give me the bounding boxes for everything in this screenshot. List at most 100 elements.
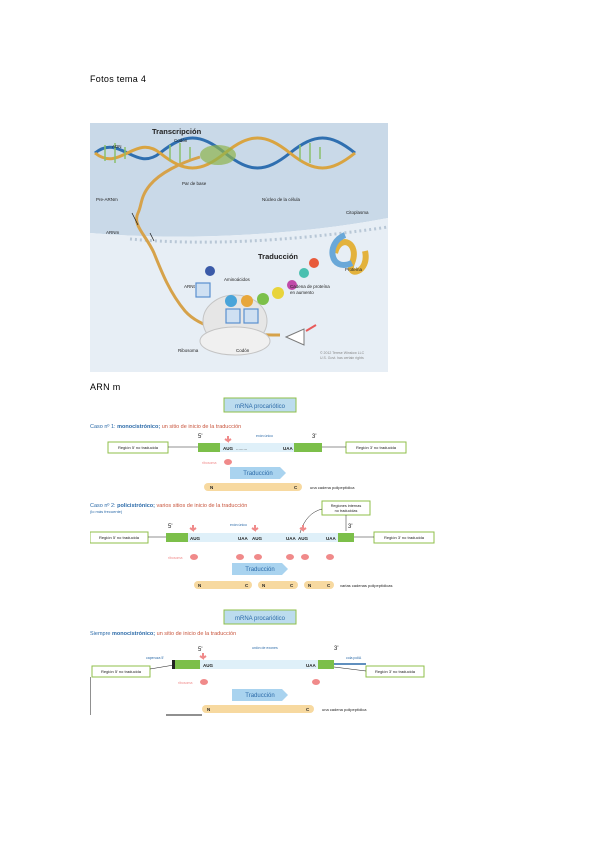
trna-molecules <box>195 282 259 324</box>
case3-ribosome-icon-2 <box>312 679 320 685</box>
case3-left-box <box>91 665 151 678</box>
case2-c2: C <box>290 583 294 588</box>
label-ribosome: Ribosoma <box>178 348 199 353</box>
case3-cap-mark <box>172 660 175 669</box>
case2-internal-text-1: Regiones internas <box>331 504 362 508</box>
rna-polymerase <box>200 145 236 165</box>
case1-ribosome-icon <box>224 459 232 465</box>
case3-exons-label: unión de exones <box>252 646 278 650</box>
mrna-types-figure: mRNA procariótico Caso nº 1: monocistrón… <box>90 397 438 717</box>
case3-uaa: UAA <box>306 663 316 668</box>
case3-c: C <box>306 707 310 712</box>
case1-dots: ......... <box>236 446 247 451</box>
case3-title: Siempre monocistrónico; un sitio de inic… <box>90 631 236 637</box>
case2-c3: C <box>327 583 331 588</box>
transcription-translation-illustration: Transcripción Codón ADN Par de base Pre-… <box>90 123 388 372</box>
label-growing-chain-1: Cadena de proteína <box>290 284 330 289</box>
case2-left-box <box>90 531 149 544</box>
amino-acid-chain <box>205 258 319 307</box>
case1-5prime: 5' <box>198 434 202 440</box>
header-prokaryotic-1-text: mRNA procariótico <box>235 404 286 410</box>
case2-right-box <box>373 531 435 544</box>
case3-polypeptide <box>202 705 314 713</box>
case3-cap-label: caperuza 5' <box>146 656 164 660</box>
ribosome <box>199 294 271 356</box>
case2-uaa1: UAA <box>238 536 248 541</box>
case3-3prime: 3' <box>334 646 338 652</box>
case1-exon-label: exón único <box>256 434 273 438</box>
case1-polypeptide <box>204 483 302 491</box>
header-prokaryotic-2 <box>223 609 297 625</box>
case2-left-box-text: Región 5' no traducida <box>99 535 140 540</box>
case2-3prime: 3' <box>348 524 352 530</box>
nuclear-membrane <box>129 225 388 244</box>
protein <box>329 232 369 275</box>
case2-coding-region <box>188 533 338 542</box>
case2-exon-label: exón único <box>230 523 247 527</box>
section-heading-mrna: ARN m <box>90 382 121 392</box>
label-nucleus: Núcleo de la célula <box>262 197 301 202</box>
case3-coding-region <box>200 660 318 669</box>
copyright-line-1: © 2012 Terese Winslow LLC <box>320 351 365 355</box>
case2-polypeptide-1 <box>194 581 252 589</box>
case1-title: Caso nº 1: monocistrónico; un sitio de i… <box>90 423 241 430</box>
case1-translation-text: Traducción <box>243 471 272 477</box>
case3-translation-text: Traducción <box>245 693 274 699</box>
case1-aug: AUG <box>223 446 233 451</box>
case2-5prime: 5' <box>168 524 172 530</box>
case3-n: N <box>207 707 210 712</box>
case2-polypeptide-2 <box>258 581 298 589</box>
dna-helix <box>94 136 356 170</box>
case3-5prime: 5' <box>198 647 202 653</box>
case2-polypeptide-3 <box>304 581 334 589</box>
transcription-translation-figure: Transcripción Codón ADN Par de base Pre-… <box>90 123 388 372</box>
label-translation: Traducción <box>258 252 298 261</box>
case1-3prime: 3' <box>312 434 316 440</box>
case3-start-arrow <box>199 653 207 660</box>
label-dna: ADN <box>112 144 122 149</box>
case2-internal-text-2: no traducidas <box>335 509 358 513</box>
case2-n1: N <box>198 583 201 588</box>
case2-chains-label: varias cadenas polipeptídicas <box>340 583 392 588</box>
case2-start-arrow-3 <box>299 525 307 532</box>
case3-chain-label: una cadena polipeptídica <box>322 707 367 712</box>
label-trna: ARNt <box>184 284 196 289</box>
case1-left-box-text: Región 5' no traducida <box>118 445 159 450</box>
case1-uaa: UAA <box>283 446 293 451</box>
header-prokaryotic-1 <box>223 397 297 413</box>
mrna-strand <box>135 155 281 337</box>
label-protein: Proteína <box>345 267 363 272</box>
case1-coding-region <box>220 443 294 452</box>
mrna-types-diagram: mRNA procariótico Caso nº 1: monocistrón… <box>90 397 438 717</box>
label-amino-acids: Aminoácidos <box>224 277 251 282</box>
label-growing-chain-2: en aumento <box>290 290 314 295</box>
copyright-line-2: U.S. Govt. has certain rights <box>320 356 364 360</box>
case2-uaa2: UAA <box>286 536 296 541</box>
label-codon-bottom: Codón <box>236 348 250 353</box>
case1-right-box <box>345 441 407 454</box>
case3-ribosome-label: ribosoma <box>178 681 192 685</box>
case3-ribosome-icon-1 <box>200 679 208 685</box>
case2-uaa3: UAA <box>326 536 336 541</box>
case2-subtitle: (lo más frecuente) <box>90 509 123 514</box>
label-cytoplasm: Citoplasma <box>346 210 369 215</box>
header-prokaryotic-2-text: mRNA procariótico <box>235 616 286 622</box>
case1-c: C <box>294 485 298 490</box>
case2-ribosome-label: ribosoma <box>168 556 182 560</box>
case2-start-arrow-2 <box>251 525 259 532</box>
case3-aug: AUG <box>203 663 213 668</box>
label-mrna: ARNm <box>106 230 120 235</box>
case3-tail-label: cola poliA <box>346 656 362 660</box>
case3-translation-arrow <box>232 689 288 701</box>
case2-n2: N <box>262 583 265 588</box>
case2-translation-arrow <box>232 563 288 575</box>
label-transcription: Transcripción <box>152 127 202 136</box>
case2-aug3: AUG <box>298 536 308 541</box>
case2-n3: N <box>308 583 311 588</box>
label-base-pair: Par de base <box>182 181 207 186</box>
case2-ribosome-icons <box>190 554 334 560</box>
case3-right-box <box>365 665 425 678</box>
case1-n: N <box>210 485 213 490</box>
nucleus-region <box>90 123 388 237</box>
case1-translation-arrow <box>230 467 286 479</box>
